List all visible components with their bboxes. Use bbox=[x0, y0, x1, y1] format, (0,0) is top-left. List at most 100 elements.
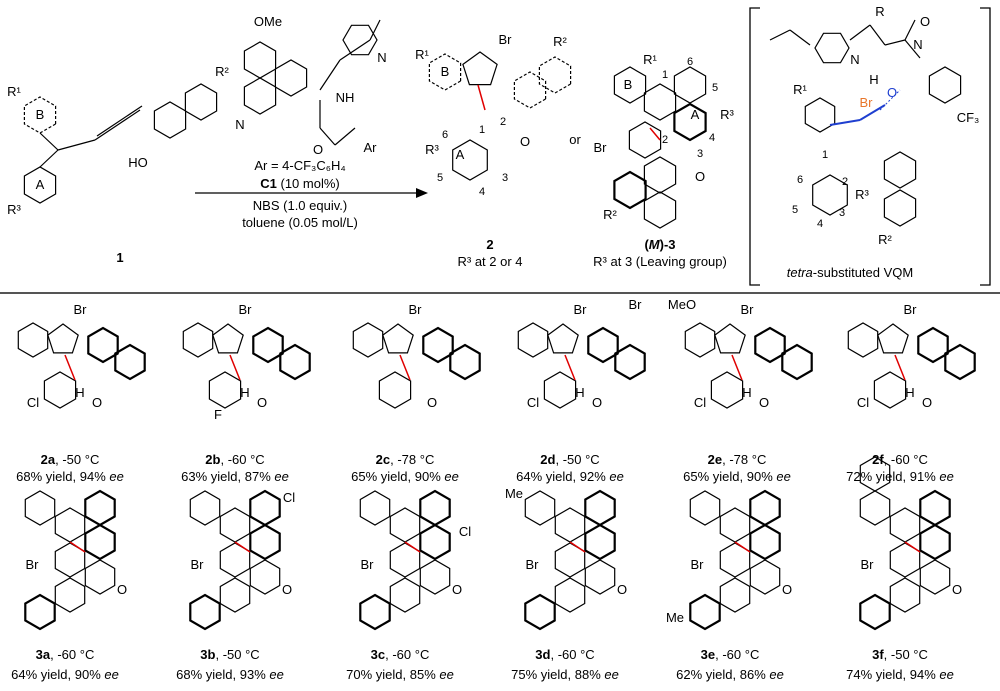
compound-result: 68% yield, 94% ee bbox=[16, 469, 124, 484]
vqm-caption-prefix: tetra bbox=[786, 265, 813, 280]
benzo-ring bbox=[352, 322, 384, 358]
cyclohexene-ring bbox=[847, 322, 879, 358]
ring bbox=[54, 507, 86, 543]
compound-result: 63% yield, 87% ee bbox=[181, 469, 289, 484]
yield-ee: 72% yield, 91% bbox=[846, 469, 940, 484]
atom-label: O bbox=[426, 395, 438, 410]
yield-ee: 74% yield, 94% bbox=[846, 667, 940, 682]
naph-ring bbox=[719, 577, 751, 613]
naph-ring bbox=[643, 191, 677, 229]
atom-label: O bbox=[116, 582, 128, 597]
section-divider bbox=[0, 292, 1000, 294]
five-ring bbox=[462, 51, 498, 86]
aryl-label: Ar bbox=[363, 140, 377, 155]
atom-label: Br bbox=[740, 302, 754, 317]
ring bbox=[249, 523, 281, 561]
ee-label: ee bbox=[269, 667, 284, 682]
r2-label: R² bbox=[215, 64, 229, 79]
locant-1: 1 bbox=[821, 149, 829, 161]
ring-a bbox=[673, 102, 707, 142]
arrow-head bbox=[416, 188, 428, 198]
r2-label: R² bbox=[553, 34, 567, 49]
atom-label: Me bbox=[504, 486, 524, 501]
five-ring bbox=[714, 323, 746, 354]
compound-result: 70% yield, 85% ee bbox=[346, 667, 454, 682]
atom-label: O bbox=[281, 582, 293, 597]
atom-label: Cl bbox=[526, 395, 540, 410]
compound-result: 64% yield, 92% ee bbox=[516, 469, 624, 484]
atom-label: Br bbox=[573, 302, 587, 317]
oxygen-label: O bbox=[519, 134, 531, 149]
new-bond bbox=[229, 354, 241, 381]
temperature: , -50 °C bbox=[215, 647, 260, 662]
new-bond bbox=[477, 84, 486, 111]
ring bbox=[883, 189, 917, 227]
five-ring bbox=[212, 323, 244, 354]
ring-a bbox=[23, 166, 57, 204]
ring bbox=[859, 490, 891, 526]
product3-note: R³ at 3 (Leaving group) bbox=[593, 254, 727, 269]
substrate-caption: 1 bbox=[116, 250, 123, 265]
pyran-ring bbox=[749, 559, 781, 595]
compound-id: 2c bbox=[375, 452, 391, 467]
locant-4: 4 bbox=[816, 218, 824, 230]
pyran-ring bbox=[249, 559, 281, 595]
atom-label: Cl bbox=[458, 524, 472, 539]
ring bbox=[919, 523, 951, 561]
naphthyl-ring bbox=[614, 343, 646, 381]
compound-result: 62% yield, 86% ee bbox=[676, 667, 784, 682]
naphthyl-ring bbox=[449, 343, 481, 381]
yield-ee: 68% yield, 94% bbox=[16, 469, 110, 484]
r3-label: R³ bbox=[720, 107, 734, 122]
locant-6: 6 bbox=[796, 174, 804, 186]
bond bbox=[96, 105, 143, 137]
catalyst-id: C1 bbox=[260, 176, 277, 191]
naph-ring bbox=[359, 593, 391, 631]
ring bbox=[883, 151, 917, 189]
temperature: , -78 °C bbox=[390, 452, 435, 467]
ring bbox=[84, 489, 116, 527]
compound-caption: 3e, -60 °C bbox=[701, 647, 760, 662]
atom-label: O bbox=[951, 582, 963, 597]
atom-label: O bbox=[451, 582, 463, 597]
atom-label: H bbox=[575, 385, 585, 400]
ring bbox=[84, 523, 116, 561]
bond bbox=[334, 127, 356, 146]
right-bracket bbox=[980, 7, 991, 286]
bond bbox=[789, 29, 811, 46]
ring-b-label: B bbox=[623, 77, 633, 92]
r1-label: R¹ bbox=[793, 82, 807, 97]
ring bbox=[419, 489, 451, 527]
compound-result: 65% yield, 90% ee bbox=[351, 469, 459, 484]
product2-id: 2 bbox=[486, 237, 494, 252]
amide-n-label: N bbox=[913, 37, 923, 52]
ring bbox=[919, 489, 951, 527]
compound-id: 2e bbox=[707, 452, 723, 467]
five-ring bbox=[47, 323, 79, 354]
locant-4: 4 bbox=[478, 186, 486, 198]
product3-id: (M)-3 bbox=[644, 237, 676, 252]
ee-label: ee bbox=[769, 667, 784, 682]
temperature: , -50 °C bbox=[555, 452, 600, 467]
locant-2: 2 bbox=[661, 134, 669, 146]
yield-ee: 62% yield, 86% bbox=[676, 667, 770, 682]
methoxy-label: OMe bbox=[253, 14, 283, 29]
ring bbox=[24, 490, 56, 526]
naph-ring bbox=[524, 593, 556, 631]
compound-id: 2a bbox=[40, 452, 56, 467]
atom-label: Br bbox=[360, 557, 374, 572]
ee-label: ee bbox=[609, 469, 624, 484]
bond bbox=[319, 127, 336, 146]
locant-6: 6 bbox=[686, 56, 694, 68]
benzo-ring bbox=[17, 322, 49, 358]
compound-caption: 3f, -50 °C bbox=[872, 647, 928, 662]
ee-label: ee bbox=[604, 667, 619, 682]
bromine-label: Br bbox=[498, 32, 512, 47]
temperature: , -60 °C bbox=[220, 452, 265, 467]
benzo-ring bbox=[182, 322, 214, 358]
compound-caption: 2e, -78 °C bbox=[708, 452, 767, 467]
five-ring bbox=[382, 323, 414, 354]
new-bond bbox=[564, 354, 576, 381]
locant-3: 3 bbox=[838, 207, 846, 219]
compound-id: 3d bbox=[535, 647, 551, 662]
